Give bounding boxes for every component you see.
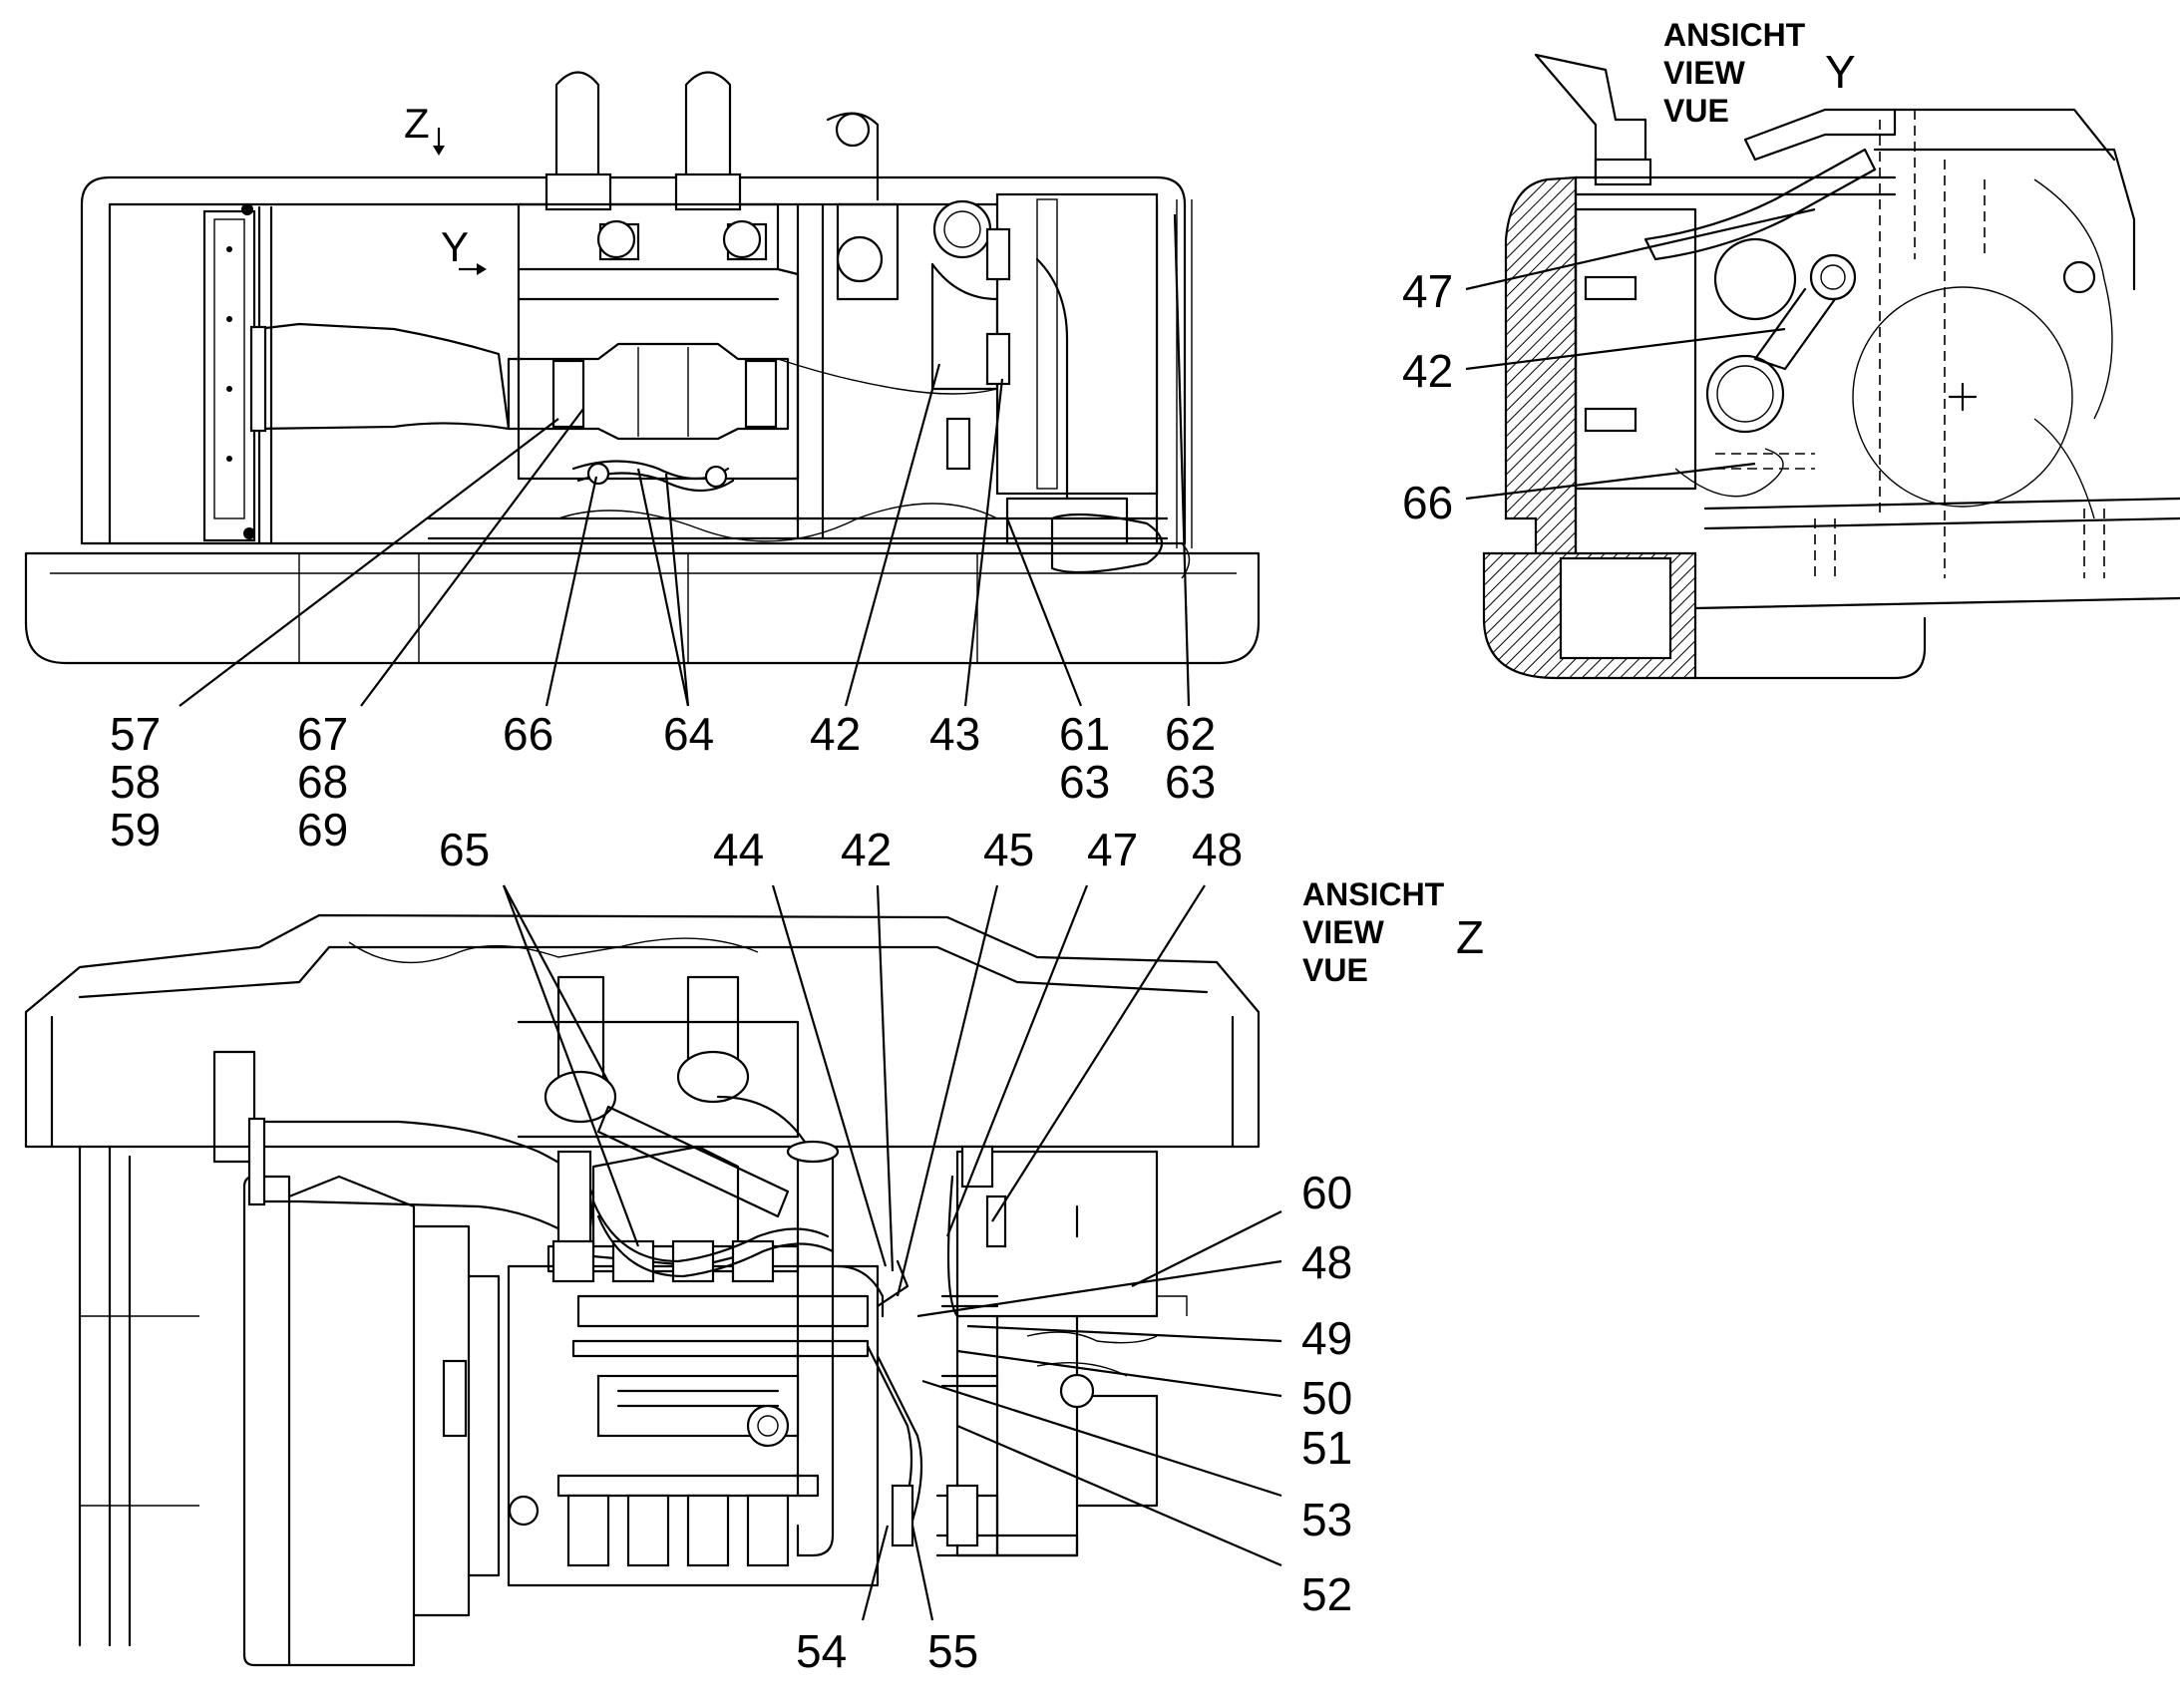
top-view-callouts: 57 58 59 67 68 69 66 64 42 43 61 63 62 6… bbox=[110, 708, 1216, 855]
callout-59: 59 bbox=[110, 804, 161, 855]
view-y-title-line3: VUE bbox=[1663, 93, 1729, 129]
callout-68: 68 bbox=[297, 756, 348, 808]
view-z-leaders bbox=[502, 884, 1282, 1621]
view-z-callouts: 65 44 42 45 47 48 60 48 49 50 51 53 52 5… bbox=[439, 824, 1352, 1677]
callout-y-47: 47 bbox=[1402, 265, 1453, 317]
top-view-drawing bbox=[24, 71, 1261, 665]
view-z-title-line2: VIEW bbox=[1302, 914, 1385, 950]
view-y-leaders bbox=[1465, 207, 1816, 501]
callout-67: 67 bbox=[297, 708, 348, 760]
callout-z-60: 60 bbox=[1301, 1167, 1352, 1218]
view-marker-y-letter: Y bbox=[441, 223, 469, 270]
view-y-title: ANSICHT VIEW VUE Y bbox=[1663, 17, 1856, 129]
callout-69: 69 bbox=[297, 804, 348, 855]
view-y-title-line2: VIEW bbox=[1663, 55, 1746, 91]
callout-z-50: 50 bbox=[1301, 1372, 1352, 1424]
callout-66: 66 bbox=[503, 708, 553, 760]
view-z-title-line3: VUE bbox=[1302, 952, 1368, 988]
view-y-drawing bbox=[1482, 53, 2180, 680]
view-y-callouts: 47 42 66 bbox=[1402, 265, 1453, 528]
callout-z-52: 52 bbox=[1301, 1568, 1352, 1620]
callout-y-42: 42 bbox=[1402, 345, 1453, 397]
callout-64: 64 bbox=[663, 708, 714, 760]
view-marker-z-letter: Z bbox=[404, 100, 430, 147]
callout-z-45: 45 bbox=[983, 824, 1034, 875]
view-y-letter: Y bbox=[1825, 46, 1856, 98]
callout-z-48-b: 48 bbox=[1301, 1236, 1352, 1288]
callout-z-65: 65 bbox=[439, 824, 490, 875]
view-z-letter: Z bbox=[1456, 911, 1484, 963]
view-marker-y: Y bbox=[441, 223, 487, 275]
callout-z-54: 54 bbox=[796, 1625, 847, 1677]
callout-z-42: 42 bbox=[841, 824, 892, 875]
callout-58: 58 bbox=[110, 756, 161, 808]
callout-61: 61 bbox=[1059, 708, 1110, 760]
callout-y-66: 66 bbox=[1402, 477, 1453, 528]
callout-z-53: 53 bbox=[1301, 1494, 1352, 1545]
callout-z-49: 49 bbox=[1301, 1312, 1352, 1364]
callout-63: 63 bbox=[1059, 756, 1110, 808]
view-z-title-line1: ANSICHT bbox=[1302, 876, 1445, 912]
top-view-leaders bbox=[179, 213, 1191, 707]
callout-z-55: 55 bbox=[927, 1625, 978, 1677]
view-marker-z: Z bbox=[404, 100, 445, 156]
callout-63-b: 63 bbox=[1165, 756, 1216, 808]
view-z-title: ANSICHT VIEW VUE Z bbox=[1302, 876, 1484, 988]
callout-z-51: 51 bbox=[1301, 1422, 1352, 1474]
callout-z-44: 44 bbox=[713, 824, 764, 875]
callout-57: 57 bbox=[110, 708, 161, 760]
view-z-drawing bbox=[24, 913, 1261, 1667]
callout-z-47: 47 bbox=[1087, 824, 1138, 875]
callout-43: 43 bbox=[929, 708, 980, 760]
callout-62: 62 bbox=[1165, 708, 1216, 760]
callout-z-48: 48 bbox=[1192, 824, 1243, 875]
view-y-title-line1: ANSICHT bbox=[1663, 17, 1806, 53]
callout-42: 42 bbox=[810, 708, 861, 760]
